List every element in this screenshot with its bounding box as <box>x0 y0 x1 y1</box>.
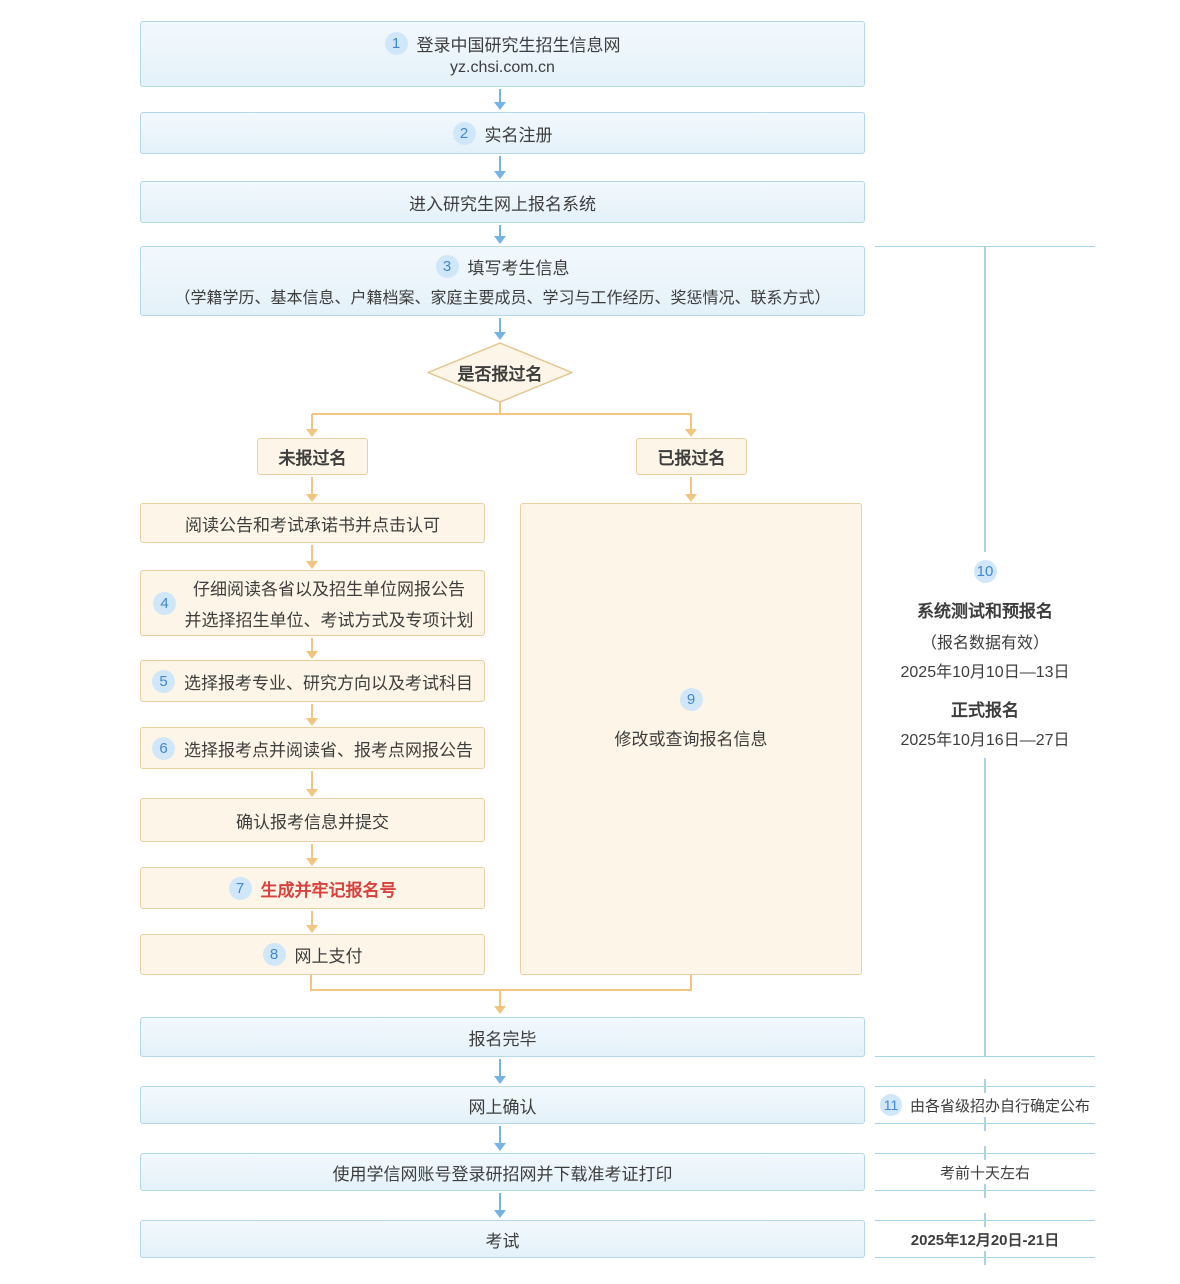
step-number-badge: 9 <box>679 688 703 711</box>
step-login-title: 登录中国研究生招生信息网 <box>416 36 621 55</box>
generate-number-label: 生成并牢记报名号 <box>260 880 397 900</box>
fill-info-label: 填写考生信息 <box>467 259 570 278</box>
arrow-down-icon <box>685 414 697 437</box>
step-number-badge: 5 <box>152 669 175 693</box>
step-box-exam: 考试 <box>140 1220 865 1258</box>
download-period-label: 考前十天左右 <box>939 1164 1030 1182</box>
step-number-badge: 3 <box>435 255 459 278</box>
connector-line <box>499 402 501 414</box>
step-box-online-confirm: 网上确认 <box>140 1086 865 1124</box>
connector-line <box>690 975 692 991</box>
step-number-badge: 7 <box>228 876 252 900</box>
timeline-tick <box>984 1184 986 1198</box>
branch-box-not-registered: 未报过名 <box>257 438 368 475</box>
confirm-announce-label: 由各省级招办自行确定公布 <box>909 1097 1090 1115</box>
step-number-badge: 1 <box>384 32 408 55</box>
step-number-badge: 11 <box>879 1094 902 1116</box>
timeline-tick <box>984 1079 986 1093</box>
timeline-tick <box>984 1251 986 1265</box>
branch-box-registered: 已报过名 <box>636 438 747 475</box>
step-box-modify-query: 9 修改或查询报名信息 <box>520 503 862 975</box>
formal-registration-title: 正式报名 <box>951 701 1019 720</box>
arrow-down-icon <box>306 638 318 659</box>
decision-label: 是否报过名 <box>457 365 543 384</box>
step-register-label: 实名注册 <box>484 125 553 145</box>
arrow-down-icon <box>306 477 318 502</box>
step-box-read-notice: 阅读公告和考试承诺书并点击认可 <box>140 503 485 543</box>
download-print-label: 使用学信网账号登录研招网并下载准考证打印 <box>332 1164 673 1184</box>
timeline-tick <box>984 1117 986 1131</box>
fill-info-detail: （学籍学历、基本信息、户籍档案、家庭主要成员、学习与工作经历、奖惩情况、联系方式… <box>174 290 831 307</box>
choose-major-label: 选择报考专业、研究方向以及考试科目 <box>184 673 473 693</box>
step-box-choose-major: 5 选择报考专业、研究方向以及考试科目 <box>140 660 485 702</box>
timeline-registration-period: 10 系统测试和预报名 （报名数据有效） 2025年10月10日—13日 正式报… <box>880 552 1090 758</box>
pre-registration-date: 2025年10月10日—13日 <box>900 664 1070 681</box>
arrow-down-icon <box>494 318 506 340</box>
modify-query-label: 修改或查询报名信息 <box>614 730 768 749</box>
arrow-down-icon <box>494 1126 506 1151</box>
connector-line <box>312 413 692 415</box>
step-box-online-payment: 8 网上支付 <box>140 934 485 975</box>
step-box-download-print: 使用学信网账号登录研招网并下载准考证打印 <box>140 1153 865 1191</box>
step-box-enter-system: 进入研究生网上报名系统 <box>140 181 865 223</box>
connector-line <box>310 975 312 991</box>
step-box-finish: 报名完毕 <box>140 1017 865 1057</box>
arrow-down-icon <box>494 1059 506 1084</box>
arrow-down-icon <box>685 477 697 502</box>
step-box-confirm-submit: 确认报考信息并提交 <box>140 798 485 842</box>
arrow-down-icon <box>306 844 318 866</box>
timeline-bracket-bottom-line <box>875 1056 1095 1057</box>
exam-label: 考试 <box>485 1231 520 1251</box>
connector-line <box>310 989 692 991</box>
timeline-tick <box>984 1213 986 1227</box>
formal-registration-date: 2025年10月16日—27日 <box>900 732 1070 749</box>
step-box-fill-info: 3 填写考生信息 （学籍学历、基本信息、户籍档案、家庭主要成员、学习与工作经历、… <box>140 246 865 316</box>
online-payment-label: 网上支付 <box>294 947 363 966</box>
branch-yes-label: 已报过名 <box>657 449 726 468</box>
step-number-badge: 10 <box>973 560 997 583</box>
step-number-badge: 4 <box>153 591 176 615</box>
step-number-badge: 2 <box>452 121 476 145</box>
arrow-down-icon <box>494 89 506 110</box>
step-box-login: 1 登录中国研究生招生信息网 yz.chsi.com.cn <box>140 21 865 87</box>
confirm-submit-label: 确认报考信息并提交 <box>236 812 389 832</box>
step-box-generate-number: 7 生成并牢记报名号 <box>140 867 485 909</box>
arrow-down-icon <box>494 156 506 179</box>
arrow-down-icon <box>306 704 318 726</box>
step-login-url: yz.chsi.com.cn <box>450 59 555 76</box>
step-box-register: 2 实名注册 <box>140 112 865 154</box>
online-confirm-label: 网上确认 <box>468 1097 537 1117</box>
arrow-down-icon <box>494 991 506 1014</box>
read-bulletins-line2: 并选择招生单位、考试方式及专项计划 <box>184 611 474 630</box>
enter-system-label: 进入研究生网上报名系统 <box>409 194 596 214</box>
branch-no-label: 未报过名 <box>278 449 347 468</box>
arrow-down-icon <box>306 545 318 569</box>
pre-registration-note: （报名数据有效） <box>920 635 1049 652</box>
read-notice-label: 阅读公告和考试承诺书并点击认可 <box>185 515 440 535</box>
arrow-down-icon <box>306 911 318 933</box>
finish-label: 报名完毕 <box>468 1029 537 1049</box>
pre-registration-title: 系统测试和预报名 <box>917 602 1053 621</box>
read-bulletins-line1: 仔细阅读各省以及招生单位网报公告 <box>193 580 465 599</box>
choose-site-label: 选择报考点并阅读省、报考点网报公告 <box>184 740 473 760</box>
arrow-down-icon <box>494 1193 506 1218</box>
step-number-badge: 6 <box>152 736 175 760</box>
step-box-read-bulletins: 4 仔细阅读各省以及招生单位网报公告 并选择招生单位、考试方式及专项计划 <box>140 570 485 636</box>
arrow-down-icon <box>306 771 318 797</box>
timeline-tick <box>984 1146 986 1160</box>
arrow-down-icon <box>306 414 318 437</box>
step-number-badge: 8 <box>262 943 286 966</box>
exam-date-label: 2025年12月20日-21日 <box>910 1231 1060 1249</box>
step-box-choose-site: 6 选择报考点并阅读省、报考点网报公告 <box>140 727 485 769</box>
arrow-down-icon <box>494 225 506 244</box>
